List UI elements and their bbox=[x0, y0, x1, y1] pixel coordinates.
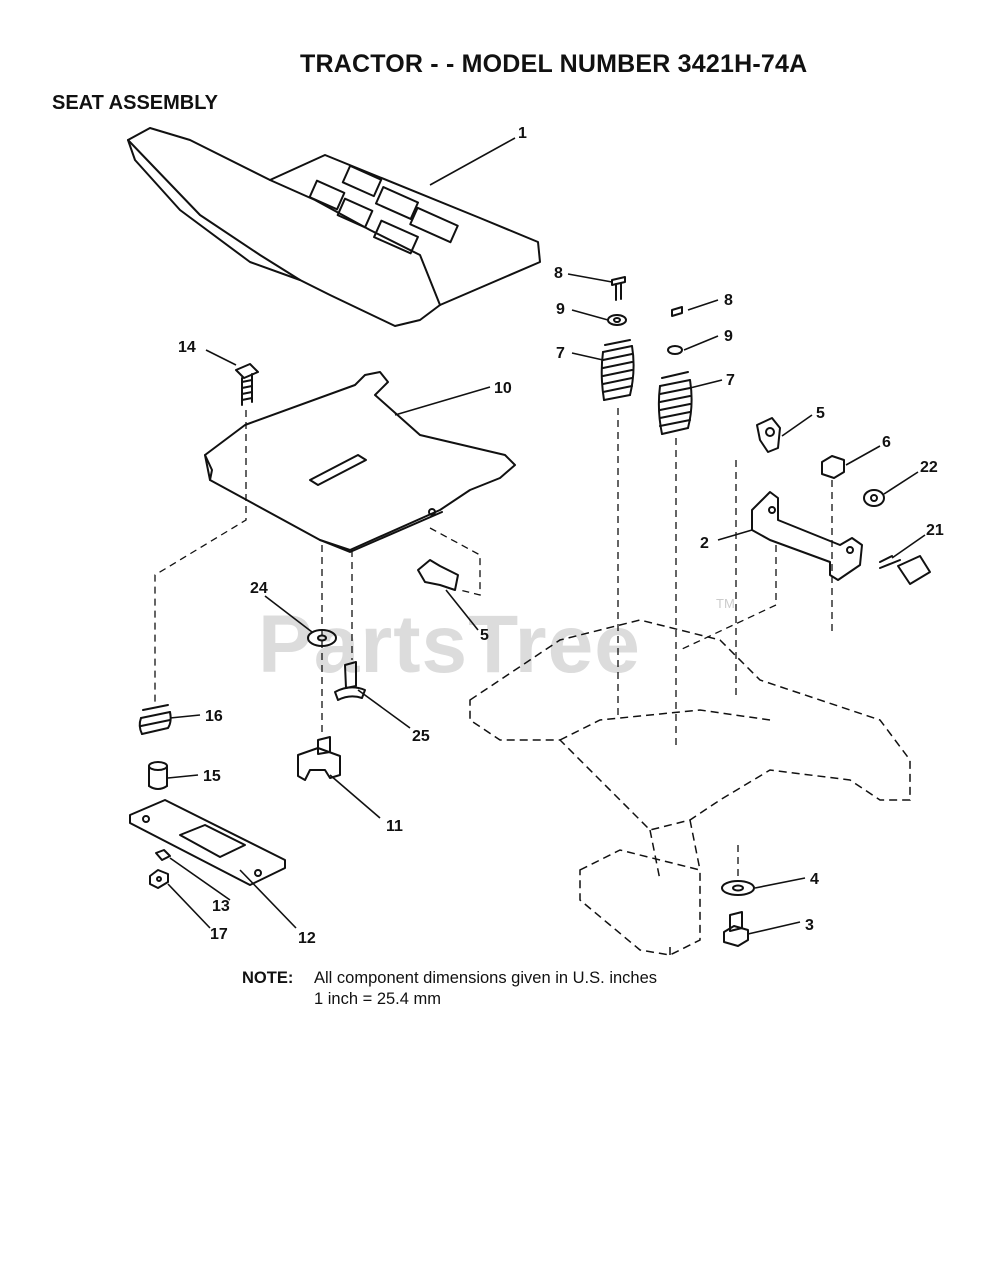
slide-rail-part-12 bbox=[129, 799, 286, 886]
leader-lines bbox=[167, 137, 926, 935]
spring-part-7-right bbox=[657, 371, 693, 435]
callout-12: 12 bbox=[298, 930, 316, 947]
callout-16: 16 bbox=[205, 708, 223, 725]
note-line-2: 1 inch = 25.4 mm bbox=[314, 990, 442, 1008]
callout-7-left: 7 bbox=[556, 345, 565, 362]
callout-8-right: 8 bbox=[724, 292, 733, 309]
callout-2: 2 bbox=[700, 535, 709, 552]
callout-8-left: 8 bbox=[554, 265, 563, 282]
callout-17: 17 bbox=[210, 926, 228, 943]
callout-10: 10 bbox=[494, 380, 512, 397]
callout-24: 24 bbox=[250, 580, 268, 597]
washer-part-9-left bbox=[607, 314, 627, 326]
callout-1: 1 bbox=[518, 125, 527, 142]
callout-5-lower: 5 bbox=[480, 627, 489, 644]
spring-part-7-left bbox=[600, 339, 635, 401]
screw-part-8-left bbox=[611, 276, 626, 301]
callout-9-right: 9 bbox=[724, 328, 733, 345]
washer-part-22 bbox=[863, 489, 885, 507]
washer-part-9-right bbox=[667, 345, 683, 355]
callout-14: 14 bbox=[178, 339, 196, 356]
callout-13: 13 bbox=[212, 898, 230, 915]
callout-4: 4 bbox=[810, 871, 819, 888]
section-title: SEAT ASSEMBLY bbox=[52, 92, 218, 114]
nut-part-13 bbox=[155, 849, 171, 861]
callout-15: 15 bbox=[203, 768, 221, 785]
clip-part-5-upper bbox=[756, 417, 781, 453]
knob-part-21 bbox=[879, 555, 931, 585]
callout-7-right: 7 bbox=[726, 372, 735, 389]
callout-21: 21 bbox=[926, 522, 944, 539]
alignment-lines bbox=[154, 408, 833, 880]
note-line-1: All component dimensions given in U.S. i… bbox=[314, 969, 658, 987]
page-title: TRACTOR - - MODEL NUMBER 3421H-74A bbox=[300, 50, 808, 78]
callout-11: 11 bbox=[386, 818, 403, 835]
nut-part-6 bbox=[821, 455, 845, 479]
callout-5-upper: 5 bbox=[816, 405, 825, 422]
screw-part-8-right bbox=[671, 306, 683, 317]
dimension-note: NOTE: All component dimensions given in U… bbox=[242, 968, 657, 1010]
bracket-part-2 bbox=[751, 491, 863, 581]
seat-pan-part bbox=[204, 371, 516, 553]
callout-22: 22 bbox=[920, 459, 938, 476]
clip-part-5-lower bbox=[417, 559, 459, 591]
bolt-part-14 bbox=[235, 363, 259, 406]
nut-part-17 bbox=[149, 869, 169, 889]
callout-numbers: 1 8 9 7 8 9 7 14 10 5 6 22 2 21 24 5 16 … bbox=[178, 125, 944, 947]
knob-part-11 bbox=[297, 736, 341, 781]
bushing-part-15 bbox=[148, 761, 168, 790]
callout-6: 6 bbox=[882, 434, 891, 451]
trademark-symbol: TM bbox=[716, 596, 735, 611]
bolt-part-3 bbox=[723, 911, 749, 947]
note-label: NOTE: bbox=[242, 969, 294, 987]
callout-3: 3 bbox=[805, 917, 814, 934]
seat-cushion-part bbox=[127, 127, 541, 327]
callout-25: 25 bbox=[412, 728, 430, 745]
spring-part-16 bbox=[138, 704, 172, 735]
chassis-frame-outline bbox=[469, 619, 911, 956]
stud-part-25 bbox=[334, 661, 366, 701]
washer-part-4 bbox=[721, 880, 755, 896]
callout-9-left: 9 bbox=[556, 301, 565, 318]
